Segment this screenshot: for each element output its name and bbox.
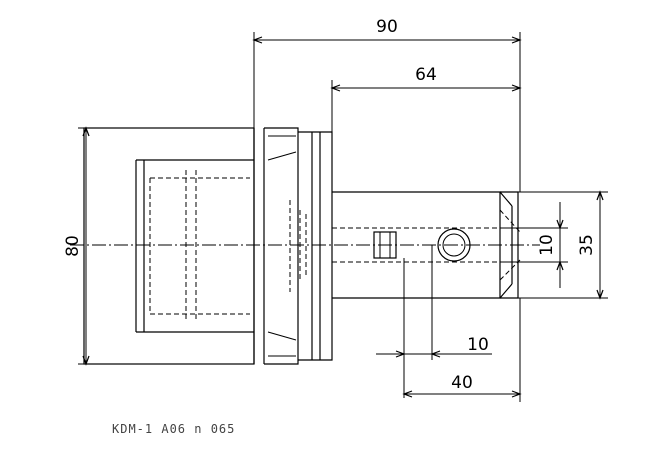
arrowheads — [402, 390, 522, 398]
groove-ring — [253, 127, 299, 365]
bore-diameter-label: 10 — [537, 234, 557, 256]
flange-body — [83, 127, 255, 365]
groove-detail — [267, 135, 297, 357]
clamp-collar — [135, 159, 254, 333]
dim-overall-length: 90 — [252, 17, 522, 192]
hidden-thread — [289, 200, 307, 292]
overall-length-label: 90 — [376, 17, 398, 37]
arrowheads — [395, 350, 441, 358]
cross-hole-inner — [442, 233, 466, 257]
extension-lines — [518, 191, 608, 299]
hidden-bore-step — [185, 170, 197, 322]
arrowheads — [596, 190, 604, 300]
shank-diameter-label: 35 — [577, 234, 597, 256]
part-number: KDM-1 A06 n 065 — [112, 422, 235, 436]
arrowheads — [252, 36, 522, 44]
holder-outline — [83, 127, 519, 365]
front-collar — [298, 131, 333, 361]
extension-lines — [253, 32, 521, 192]
dim-bore-diameter: 10 — [500, 202, 568, 288]
dim-screw-position: 40 — [402, 298, 522, 402]
arrowheads — [556, 219, 564, 271]
hidden-bore-outer — [149, 177, 250, 315]
shank-length-label: 64 — [415, 65, 437, 85]
arrowheads — [82, 126, 90, 366]
dim-flange-diameter: 80 — [63, 126, 90, 366]
dim-shank-diameter: 35 — [518, 190, 608, 300]
arrowheads — [330, 84, 522, 92]
extension-lines — [500, 227, 568, 263]
flange-diameter-label: 80 — [63, 235, 83, 257]
extension-lines — [78, 127, 84, 365]
dim-shank-length: 64 — [330, 65, 522, 132]
hidden-lines — [149, 170, 521, 322]
screw-offset-label: 10 — [467, 335, 489, 355]
extension-lines — [403, 245, 433, 398]
hidden-center-bore — [332, 227, 498, 263]
screw-position-label: 40 — [451, 373, 473, 393]
dim-screw-offset: 10 — [376, 245, 492, 398]
